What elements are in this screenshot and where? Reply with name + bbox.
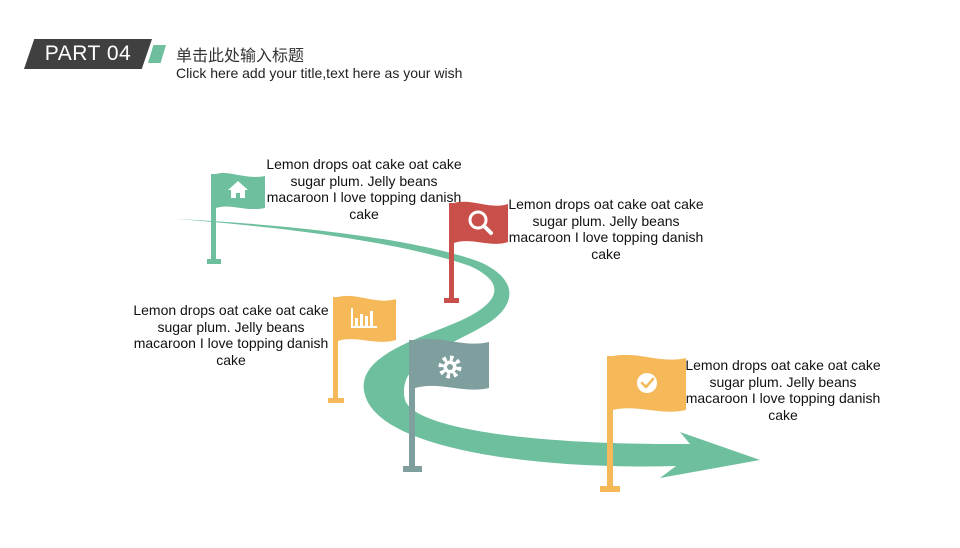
flag-cloth: [454, 201, 508, 244]
flag-check[interactable]: [600, 354, 686, 492]
check-icon: [637, 373, 657, 393]
flag-pole: [211, 174, 216, 262]
part-badge-accent: [148, 45, 166, 63]
bar-chart-icon: [351, 308, 377, 328]
home-icon: [228, 181, 248, 198]
flag-base: [403, 466, 422, 472]
part-badge: PART 04: [24, 39, 184, 69]
part-label: PART 04: [44, 42, 132, 65]
flag-base: [328, 398, 344, 403]
flag-base: [207, 259, 221, 264]
flag-home[interactable]: [207, 173, 265, 264]
flag-base: [444, 298, 459, 303]
flag-chart-text[interactable]: Lemon drops oat cake oat cake sugar plum…: [133, 302, 329, 368]
gear-icon: [438, 355, 462, 379]
flag-pole: [333, 297, 338, 401]
flag-gear[interactable]: [403, 338, 489, 472]
flag-check-text[interactable]: Lemon drops oat cake oat cake sugar plum…: [685, 357, 881, 423]
page-title[interactable]: 单击此处输入标题: [176, 48, 305, 65]
flag-search[interactable]: [444, 201, 508, 303]
roadmap-path: [175, 219, 760, 478]
flag-home-text[interactable]: Lemon drops oat cake oat cake sugar plum…: [266, 156, 462, 222]
flag-pole: [409, 340, 415, 470]
flag-pole: [607, 356, 613, 489]
search-icon: [468, 210, 493, 235]
flag-base: [600, 486, 620, 492]
page-subtitle[interactable]: Click here add your title,text here as y…: [176, 65, 463, 81]
flag-search-text[interactable]: Lemon drops oat cake oat cake sugar plum…: [508, 196, 704, 262]
part-badge-background: PART 04: [24, 39, 152, 69]
flag-chart[interactable]: [328, 295, 396, 403]
flag-pole: [449, 203, 454, 301]
